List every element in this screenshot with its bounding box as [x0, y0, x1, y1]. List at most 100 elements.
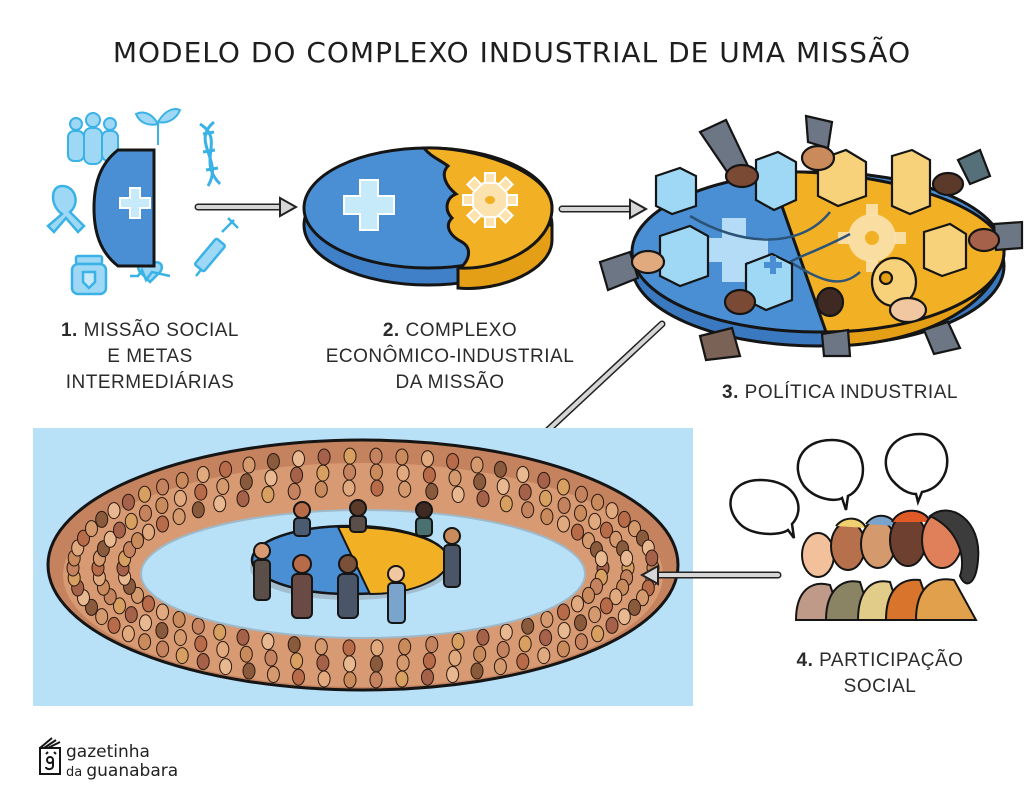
crowd-person-head: [124, 512, 138, 530]
crowd-person-head: [343, 671, 357, 689]
crowd-person-head: [142, 523, 155, 541]
crowd-person-head: [216, 641, 230, 658]
crowd-person-head: [261, 486, 275, 503]
crowd-person-head: [574, 504, 587, 522]
crowd-person-head: [425, 482, 439, 500]
crowd-person-head: [557, 497, 571, 514]
crowd-person-head: [107, 616, 121, 634]
crowd-person-head: [95, 608, 109, 626]
crowd-person-head: [369, 655, 383, 673]
crowd-person-head: [216, 478, 230, 495]
crowd-person-head: [518, 483, 532, 501]
crowd-person-head: [588, 512, 602, 530]
crowd-person-head: [594, 550, 608, 568]
crowd-person-head: [620, 549, 634, 567]
crowd-person-head: [470, 662, 484, 680]
diagram-title: MODELO DO COMPLEXO INDUSTRIAL DE UMA MIS…: [112, 36, 912, 69]
arrow-step1-to-step2: [194, 196, 299, 218]
crowd-person-head: [617, 608, 631, 626]
crowd-person-head: [172, 508, 186, 526]
crowd-person-head: [370, 479, 384, 497]
step3-number: 3.: [722, 382, 739, 403]
crowd-person-head: [342, 639, 356, 657]
crowd-person-head: [645, 549, 659, 567]
logo: gazetinha da guanabara: [66, 743, 178, 782]
crowd-person-head: [516, 466, 530, 483]
crowd-person-head: [600, 597, 613, 615]
crowd-person-head: [314, 480, 328, 498]
crowd-person-head: [571, 595, 584, 613]
crowd-person-head: [369, 447, 383, 465]
step2-puzzle-disc: [302, 146, 554, 290]
crowd-person-head: [499, 623, 513, 641]
gear-icon: [462, 172, 518, 228]
crowd-person-head: [582, 586, 595, 604]
crowd-person-head: [369, 671, 383, 689]
crowd-person-head: [539, 489, 553, 507]
crowd-person-head: [314, 638, 328, 656]
step2-line1: COMPLEXO: [405, 320, 518, 341]
crowd-person-head: [556, 478, 570, 496]
crowd-person-head: [343, 463, 357, 481]
hands-icon: [598, 114, 1024, 362]
crowd-person-head: [131, 532, 144, 550]
step1-line2: E METAS: [107, 346, 193, 367]
crowd-scene: [33, 428, 693, 706]
crowd-person-head: [103, 530, 117, 548]
crowd-person-head: [370, 639, 384, 657]
crowd-person-head: [194, 483, 208, 501]
crowd-person-head: [316, 654, 330, 672]
step3-label: 3. POLÍTICA INDUSTRIAL: [690, 380, 990, 406]
crowd-person-head: [239, 473, 253, 491]
crowd-person-head: [343, 447, 357, 465]
crowd-person-head: [139, 504, 152, 522]
logo-line2-prefix: da: [66, 765, 87, 780]
crowd-person-head: [113, 597, 126, 615]
crowd-person-head: [219, 460, 233, 478]
crowd-person-head: [521, 617, 535, 635]
crowd-person-head: [518, 635, 532, 653]
crowd-person-head: [395, 448, 409, 466]
crowd-person-head: [85, 520, 98, 538]
crowd-person-head: [421, 668, 434, 686]
crowd-person-head: [156, 515, 169, 533]
step2-line3: DA MISSÃO: [395, 372, 505, 393]
crowd-person-head: [85, 598, 98, 616]
step4-label: 4. PARTICIPAÇÃO SOCIAL: [760, 648, 1000, 700]
step1-line1: MISSÃO SOCIAL: [83, 320, 239, 341]
crowd-person-head: [242, 456, 256, 474]
people-icon: [67, 112, 119, 165]
crowd-person-head: [155, 622, 169, 639]
exchange-arrows-icon: [689, 211, 861, 283]
crowd-person-head: [540, 610, 554, 628]
vaccine-jar-icon: [70, 254, 108, 296]
crowd-person-head: [398, 638, 412, 656]
crowd-person-head: [266, 453, 280, 470]
crowd-person-head: [516, 653, 530, 670]
sprout-icon: [134, 108, 182, 145]
crowd-person-head: [287, 636, 301, 654]
people-faces-icon: [794, 509, 980, 621]
crowd-person-head: [236, 490, 250, 508]
person-icon: [253, 499, 461, 624]
crowd-person-head: [600, 521, 613, 539]
crowd-person-head: [139, 614, 152, 632]
crowd-person-head: [605, 502, 619, 520]
crowd-person-head: [609, 588, 623, 606]
crowd-person-head: [425, 636, 439, 654]
crowd-person-head: [499, 495, 513, 513]
crowd-person-head: [172, 610, 186, 628]
crowd-person-head: [574, 633, 588, 651]
crowd-person-head: [95, 510, 109, 528]
crowd-person-head: [124, 606, 138, 624]
crowd-person-head: [470, 456, 484, 474]
crowd-person-head: [196, 466, 210, 483]
crowd-person-head: [175, 471, 189, 489]
step4-illustration: [729, 432, 980, 621]
crowd-person-head: [422, 466, 436, 484]
crowd-person-head: [191, 501, 205, 519]
arrow-step2-to-step3: [558, 198, 649, 220]
crowd-person-head: [213, 495, 227, 513]
step2-line2: ECONÔMICO-INDUSTRIAL: [325, 346, 575, 367]
crowd-person-head: [138, 633, 152, 651]
